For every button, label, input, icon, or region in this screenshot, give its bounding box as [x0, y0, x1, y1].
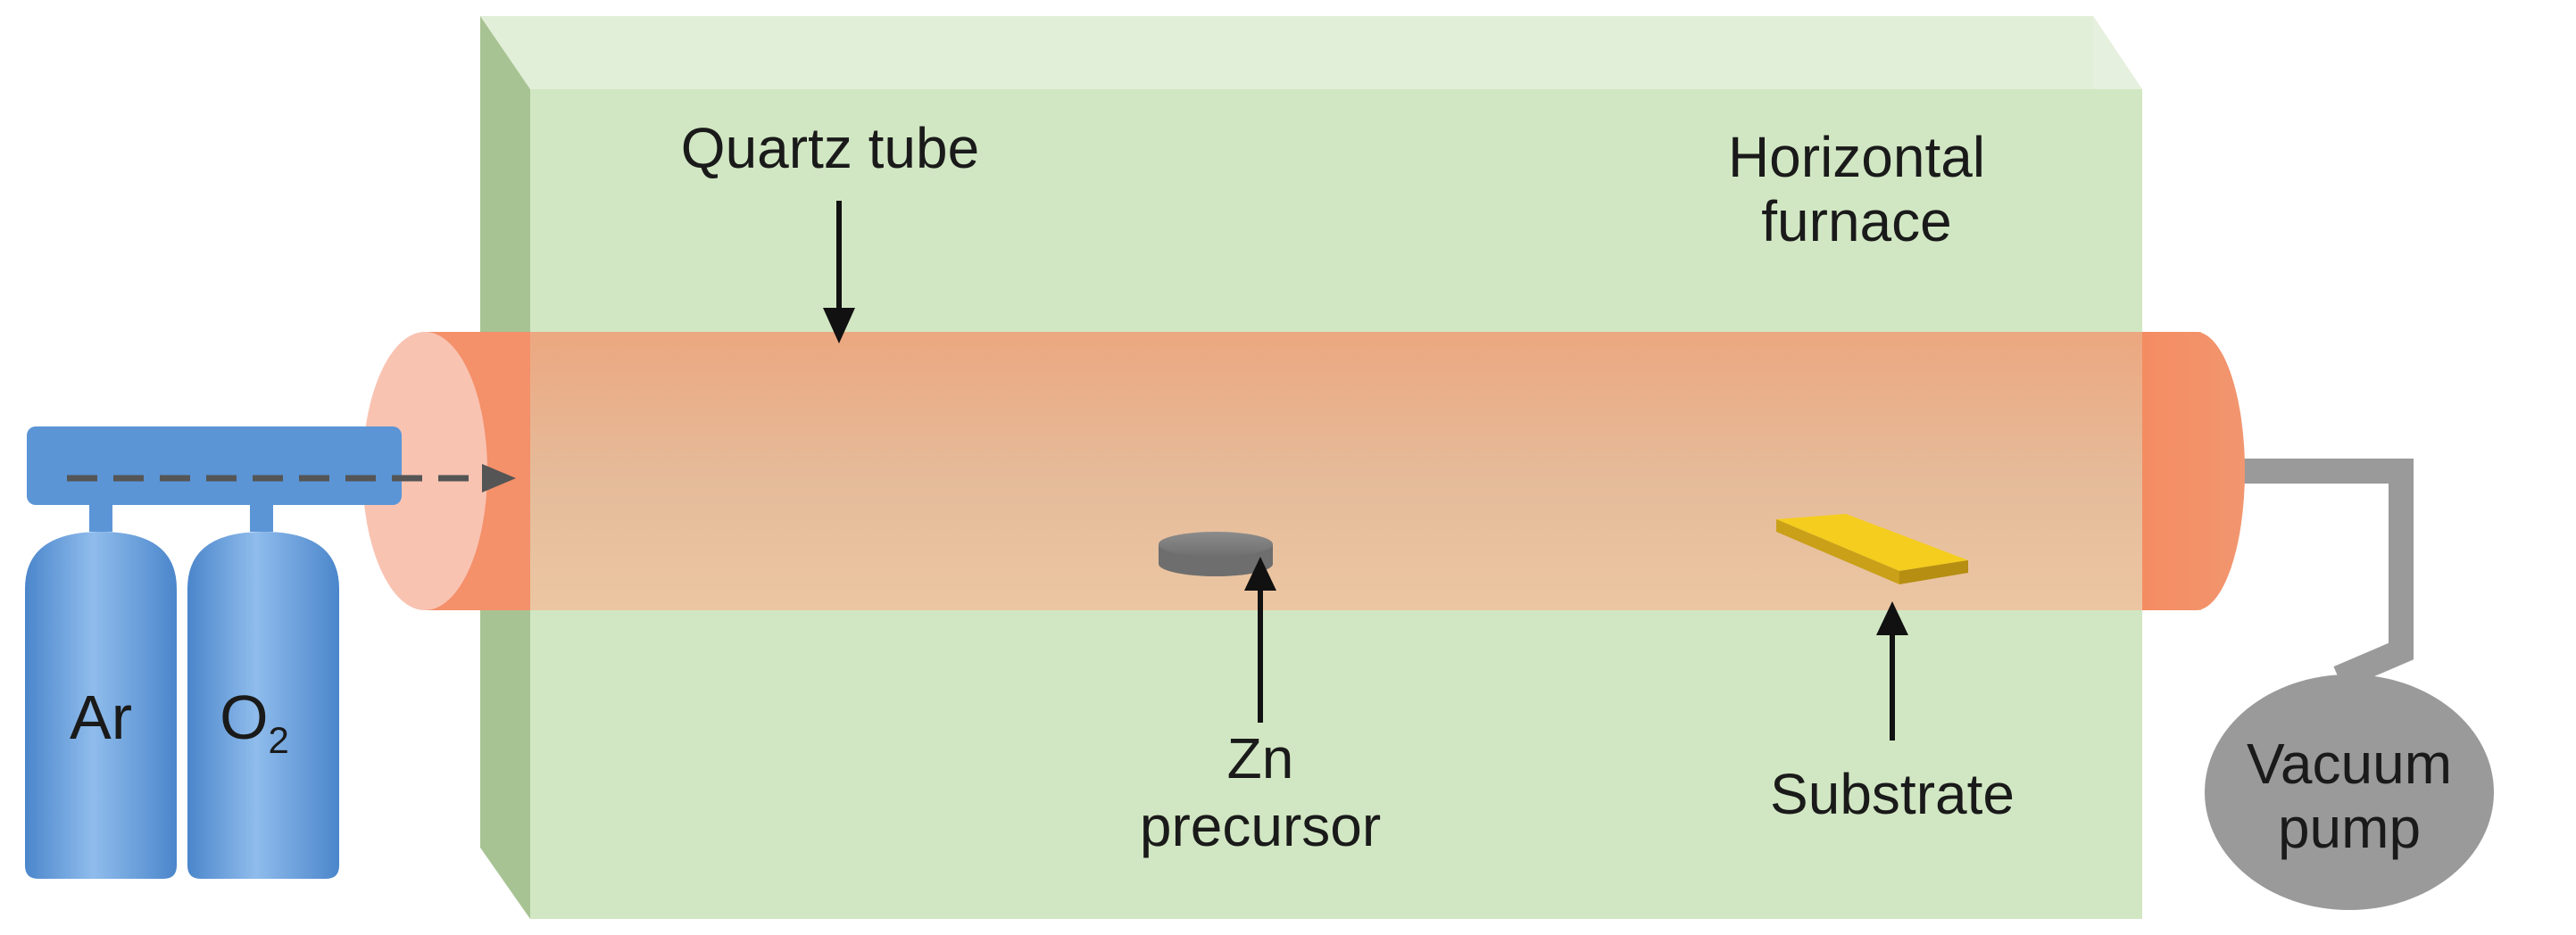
zn-precursor-label-line2: precursor	[1140, 794, 1381, 858]
furnace-label-line2: furnace	[1761, 189, 1951, 253]
vacuum-pump-body	[2205, 674, 2494, 910]
o2-label-subscript: 2	[269, 719, 289, 761]
zn-precursor-label-line1: Zn	[1227, 726, 1294, 790]
vacuum-pump-label-line2: pump	[2278, 796, 2421, 860]
ar-cylinder	[25, 532, 177, 879]
vacuum-pump-label-line1: Vacuum	[2247, 732, 2452, 796]
substrate-label: Substrate	[1770, 762, 2015, 826]
ar-label: Ar	[70, 683, 132, 752]
gas-manifold	[27, 426, 402, 505]
quartz-tube-right-end	[2142, 332, 2245, 610]
zn-precursor-boat	[1159, 532, 1273, 576]
o2-label: O2	[220, 683, 289, 761]
o2-cylinder	[187, 532, 339, 879]
furnace-top-face	[480, 16, 2142, 89]
zn-precursor-pointer-arrow	[1244, 557, 1276, 723]
o2-valve	[250, 505, 273, 532]
vacuum-line	[2236, 459, 2414, 690]
substrate-pointer-arrow	[1876, 601, 1908, 741]
quartz-tube-left-end	[362, 332, 487, 610]
vacuum-pump: Vacuum pump	[2205, 674, 2494, 910]
quartz-tube-label: Quartz tube	[681, 116, 979, 180]
substrate-piece	[1776, 514, 1968, 584]
ar-valve	[89, 505, 112, 532]
furnace-label-line1: Horizontal	[1728, 125, 1985, 189]
gas-supply: Ar O2	[25, 426, 402, 879]
quartz-tube-pointer-arrow	[823, 201, 855, 343]
o2-label-base: O	[220, 683, 268, 752]
gas-flow-arrow	[67, 464, 516, 492]
